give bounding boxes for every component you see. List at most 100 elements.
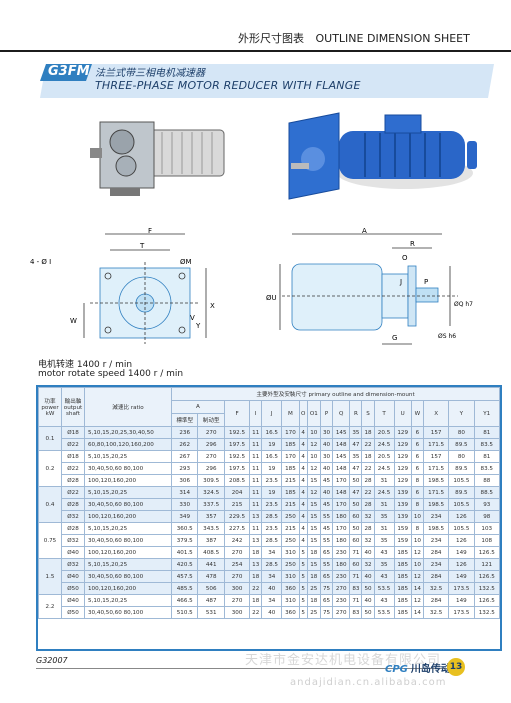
value-cell: 197.5: [223, 438, 251, 451]
value-cell: 55: [319, 510, 334, 523]
ratio-cell: 5,10,15,20,25: [84, 450, 172, 463]
value-cell: 31: [373, 474, 395, 487]
value-cell: 40: [361, 546, 375, 559]
head-col: S: [361, 400, 375, 427]
dim-f: F: [148, 228, 152, 235]
value-cell: 5: [298, 558, 308, 571]
value-cell: 40: [319, 438, 334, 451]
value-cell: 22: [249, 582, 263, 595]
value-cell: 15: [306, 474, 321, 487]
value-cell: 170: [281, 426, 300, 439]
value-cell: 314: [170, 486, 199, 499]
head-col: M: [281, 400, 300, 427]
value-cell: 171.5: [422, 438, 450, 451]
value-cell: 20.5: [373, 450, 395, 463]
value-cell: 310: [281, 570, 300, 583]
value-cell: 129: [393, 438, 412, 451]
value-cell: 13: [249, 534, 263, 547]
value-cell: 349: [170, 510, 199, 523]
value-cell: 487: [197, 594, 225, 607]
value-cell: 28.5: [261, 534, 283, 547]
value-cell: 35: [373, 534, 395, 547]
value-cell: 32.5: [422, 606, 450, 619]
dim-holes: 4 - Ø I: [30, 258, 51, 266]
value-cell: 108: [473, 534, 501, 547]
value-cell: 139: [393, 498, 412, 511]
value-cell: 11: [249, 498, 263, 511]
power-cell: 0.2: [38, 450, 62, 487]
value-cell: 227.5: [223, 522, 251, 535]
shaft-cell: Ø50: [61, 582, 85, 595]
ratio-cell: 30,40,50,60 80,100: [84, 534, 172, 547]
value-cell: 139: [393, 486, 412, 499]
ratio-cell: 5,10,15,20,25: [84, 486, 172, 499]
power-cell: 0.4: [38, 486, 62, 523]
value-cell: 105.5: [448, 474, 475, 487]
value-cell: 24.5: [373, 462, 395, 475]
value-cell: 170: [281, 450, 300, 463]
value-cell: 103: [473, 522, 501, 535]
value-cell: 441: [197, 558, 225, 571]
ratio-cell: 100,120,160,200: [84, 474, 172, 487]
value-cell: 170: [332, 498, 351, 511]
value-cell: 300: [223, 606, 251, 619]
value-cell: 32: [361, 534, 375, 547]
value-cell: 284: [422, 546, 450, 559]
footer-rule: [36, 668, 464, 669]
value-cell: 55: [319, 558, 334, 571]
value-cell: 28.5: [261, 510, 283, 523]
value-cell: 387: [197, 534, 225, 547]
value-cell: 306: [170, 474, 199, 487]
dim-v: V: [190, 314, 195, 322]
value-cell: 16.5: [261, 450, 283, 463]
value-cell: 4: [298, 498, 308, 511]
ratio-cell: 30,40,50,60 80,100: [84, 462, 172, 475]
value-cell: 16.5: [261, 426, 283, 439]
value-cell: 148: [332, 486, 351, 499]
value-cell: 81: [473, 450, 501, 463]
value-cell: 401.5: [170, 546, 199, 559]
value-cell: 4: [298, 426, 308, 439]
value-cell: 40: [261, 606, 283, 619]
value-cell: 15: [306, 522, 321, 535]
value-cell: 171.5: [422, 486, 450, 499]
value-cell: 40: [261, 582, 283, 595]
dim-a: A: [362, 227, 367, 235]
value-cell: 270: [223, 570, 251, 583]
head-col: U: [393, 400, 412, 427]
value-cell: 28: [361, 498, 375, 511]
value-cell: 148: [332, 438, 351, 451]
value-cell: 126.5: [473, 570, 501, 583]
value-cell: 300: [223, 582, 251, 595]
value-cell: 40: [361, 570, 375, 583]
value-cell: 35: [373, 558, 395, 571]
value-cell: 208.5: [223, 474, 251, 487]
head-col: O1: [306, 400, 321, 427]
value-cell: 28: [361, 522, 375, 535]
product-title-zh: 法兰式带三相电机减速器: [95, 68, 205, 79]
value-cell: 11: [249, 450, 263, 463]
dim-y: Y: [195, 322, 201, 330]
value-cell: 32: [361, 558, 375, 571]
value-cell: 14: [410, 606, 424, 619]
value-cell: 43: [373, 594, 395, 607]
header-rule: [0, 50, 511, 52]
dim-o: O: [402, 254, 408, 262]
value-cell: 19: [261, 486, 283, 499]
value-cell: 12: [410, 594, 424, 607]
value-cell: 198.5: [422, 522, 450, 535]
value-cell: 65: [319, 594, 334, 607]
value-cell: 145: [332, 426, 351, 439]
value-cell: 485.5: [170, 582, 199, 595]
value-cell: 6: [410, 438, 424, 451]
value-cell: 171.5: [422, 462, 450, 475]
value-cell: 5: [298, 594, 308, 607]
value-cell: 360: [281, 582, 300, 595]
value-cell: 11: [249, 426, 263, 439]
value-cell: 34: [261, 594, 283, 607]
model-code: G3FM: [48, 64, 90, 79]
